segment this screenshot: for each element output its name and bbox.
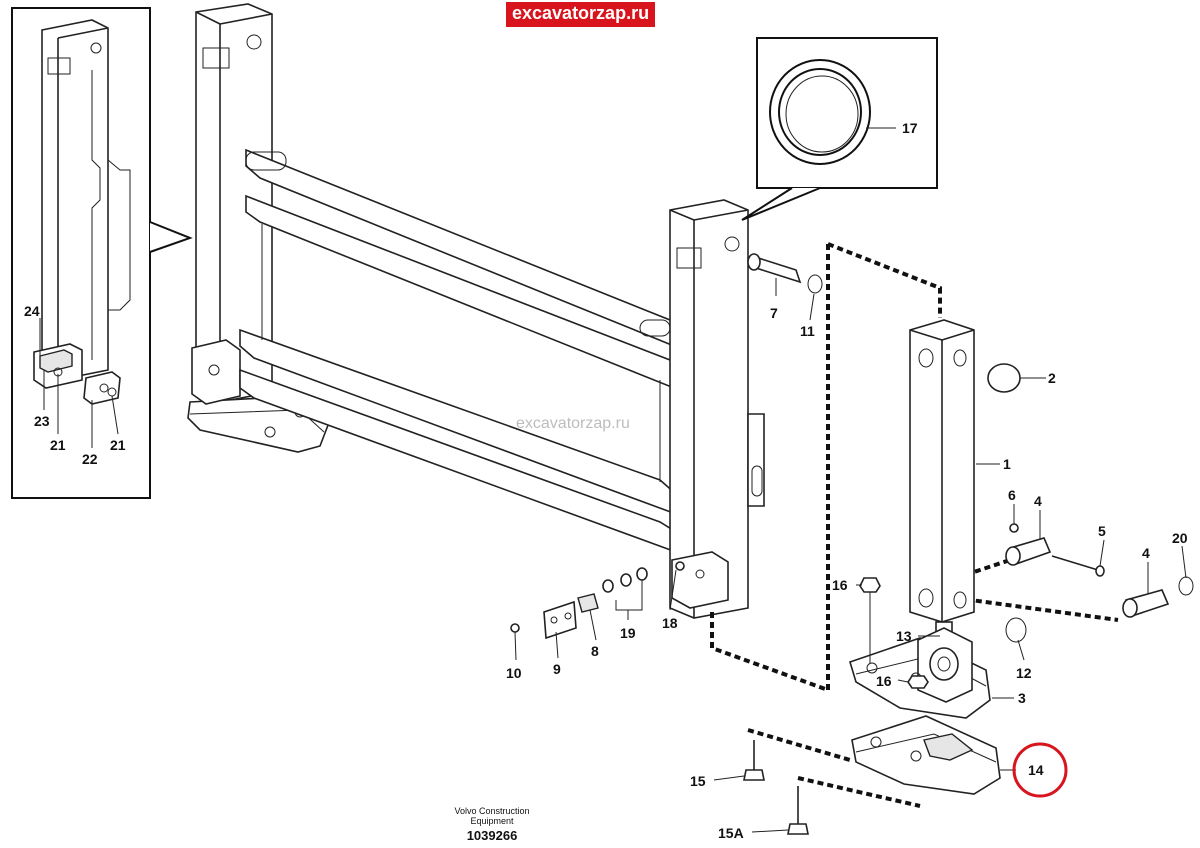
part-label-22: 22 bbox=[82, 451, 98, 467]
part-label-23: 23 bbox=[34, 413, 50, 429]
part-label-2: 2 bbox=[1048, 370, 1056, 386]
site-banner[interactable]: excavatorzap.ru bbox=[506, 2, 656, 27]
part-label-15a: 15A bbox=[718, 825, 744, 841]
part-label-24: 24 bbox=[24, 303, 40, 319]
part-label-18: 18 bbox=[662, 615, 678, 631]
part-label-14: 14 bbox=[1028, 762, 1044, 778]
part-label-16: 16 bbox=[832, 577, 848, 593]
part-label-4: 4 bbox=[1034, 493, 1042, 509]
footer-division: Equipment bbox=[470, 816, 514, 826]
part-label-5: 5 bbox=[1098, 523, 1106, 539]
part-label-4-b: 4 bbox=[1142, 545, 1150, 561]
part-label-19: 19 bbox=[620, 625, 636, 641]
part-label-1: 1 bbox=[1003, 456, 1011, 472]
part-label-15: 15 bbox=[690, 773, 706, 789]
footer-company: Volvo Construction bbox=[454, 806, 529, 816]
part-label-12: 12 bbox=[1016, 665, 1032, 681]
pins-bolts bbox=[1005, 523, 1194, 643]
part-label-7: 7 bbox=[770, 305, 778, 321]
assembly-dashed-lines bbox=[710, 242, 1119, 808]
inset-detail-left bbox=[11, 7, 193, 499]
base-and-pad bbox=[849, 627, 1001, 795]
part-label-20: 20 bbox=[1172, 530, 1188, 546]
pin-and-ring bbox=[747, 253, 823, 294]
part-label-3: 3 bbox=[1018, 690, 1026, 706]
leg-tube bbox=[909, 319, 1021, 663]
part-label-10: 10 bbox=[506, 665, 522, 681]
part-label-21: 21 bbox=[50, 437, 66, 453]
part-labels: 24 23 21 22 21 17 7 11 2 1 6 4 5 4 20 16… bbox=[24, 120, 1188, 841]
part-label-13: 13 bbox=[896, 628, 912, 644]
leader-lines bbox=[39, 127, 1187, 833]
footer-drawing-number: 1039266 bbox=[467, 828, 518, 843]
seal-detail-callout bbox=[741, 37, 938, 221]
part-label-8: 8 bbox=[591, 643, 599, 659]
frame-assembly bbox=[187, 3, 765, 619]
part-label-11: 11 bbox=[800, 323, 815, 339]
bolts-15 bbox=[743, 577, 929, 835]
part-label-17: 17 bbox=[902, 120, 918, 136]
watermark-text: excavatorzap.ru bbox=[516, 415, 630, 432]
highlight-circle bbox=[1012, 742, 1068, 798]
small-parts bbox=[510, 561, 685, 640]
part-label-9: 9 bbox=[553, 661, 561, 677]
part-label-16-b: 16 bbox=[876, 673, 892, 689]
footer-block: Volvo Construction Equipment 1039266 bbox=[454, 806, 529, 843]
part-label-6: 6 bbox=[1008, 487, 1016, 503]
part-label-21-b: 21 bbox=[110, 437, 126, 453]
